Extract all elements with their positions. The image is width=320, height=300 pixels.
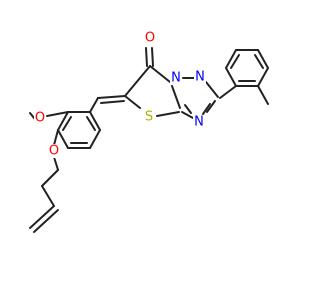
bond [29,205,55,229]
bond [33,209,59,233]
label-backdrop [170,71,182,85]
methoxy-oxygen-label: O [35,111,45,126]
bond [41,169,59,187]
allyloxy-oxygen-label: O [49,144,59,159]
bond [225,67,237,87]
bond [257,49,269,69]
triazole-nitrogen-upper-label: N [195,70,205,85]
bond [57,129,69,149]
bond [149,65,171,83]
bond [46,111,69,117]
bond [206,100,216,113]
molecule-diagram: O S N N N O O [29,31,269,233]
bond [230,54,240,69]
label-backdrop [34,111,46,125]
bond [89,129,101,149]
bond [254,54,264,69]
bond [151,47,154,67]
atom-labels: O S N N N O O [34,31,206,159]
bond [89,97,99,113]
bond [124,65,151,97]
bond [181,111,194,119]
triazole-nitrogen-bridge-label: N [171,71,181,86]
bond [171,85,181,109]
bond [219,85,237,99]
bond [205,81,219,98]
bond [86,116,96,131]
label-backdrop [144,31,156,45]
bond [62,116,72,131]
bond [97,95,126,99]
bond [53,129,59,146]
bond [225,49,237,69]
ring-sulfur-label: S [145,110,153,125]
label-backdrop [143,110,155,124]
label-backdrop [194,70,206,84]
bond [57,111,69,131]
bond [257,85,269,105]
bond [100,100,125,104]
bond [53,156,59,171]
bond [124,95,141,109]
bond [184,104,192,114]
bond [41,185,55,207]
bond [145,47,148,67]
label-backdrop [48,144,60,158]
label-backdrop [193,115,205,129]
bond [89,111,101,131]
carbonyl-oxygen-label: O [145,31,155,46]
bond [156,111,180,117]
bond [202,103,211,115]
bond-lines [29,47,269,233]
triazole-nitrogen-lower-label: N [194,115,204,130]
molecule-structure: O S N N N O O [29,31,269,233]
bond [257,67,269,87]
